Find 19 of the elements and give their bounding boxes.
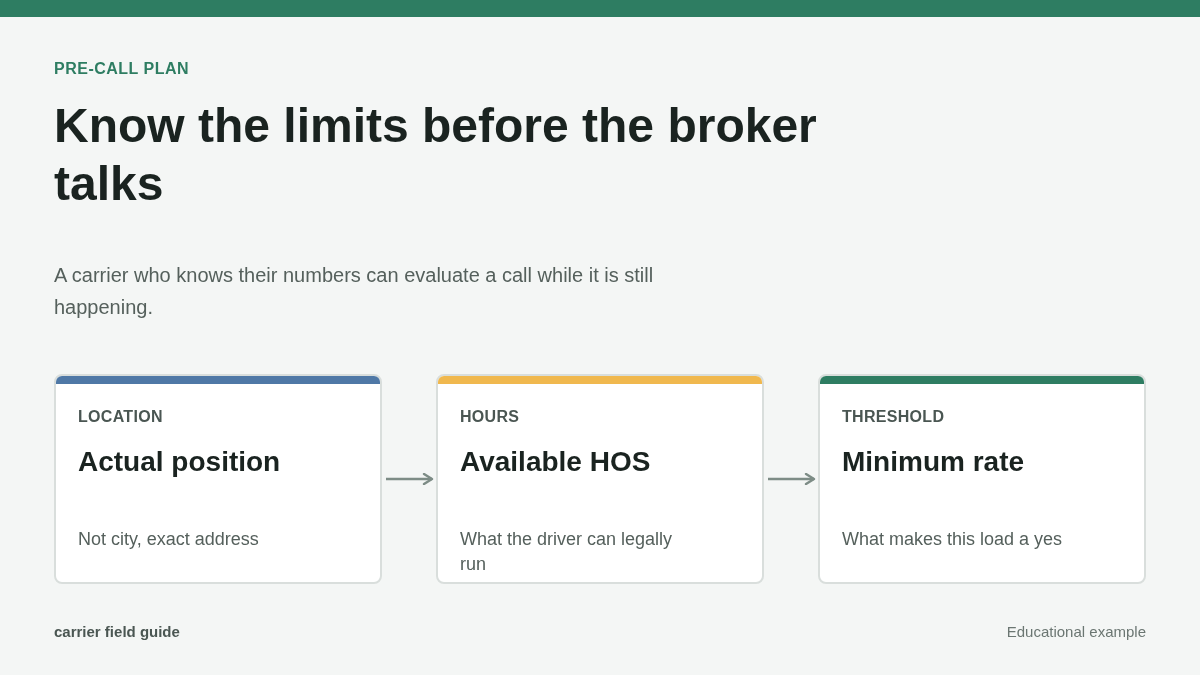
card-heading: Available HOS <box>460 445 651 479</box>
card-kicker: HOURS <box>460 407 520 427</box>
card-description: What the driver can legally run <box>460 528 674 576</box>
card-description: What makes this load a yes <box>842 528 1064 551</box>
card-heading: Minimum rate <box>842 445 1025 479</box>
card-description: Not city, exact address <box>78 528 260 551</box>
footer-note: Educational example <box>1006 623 1146 641</box>
arrow <box>768 472 816 486</box>
subtitle: A carrier who knows their numbers can evaluate a call while it is still happening. <box>54 263 655 320</box>
step-card <box>818 374 1146 584</box>
eyebrow-label: PRE-CALL PLAN <box>54 59 190 78</box>
arrow <box>386 472 434 486</box>
footer-source: carrier field guide <box>54 623 180 641</box>
step-card <box>436 374 764 584</box>
card-heading: Actual position <box>78 445 281 479</box>
step-card <box>54 374 382 584</box>
card-kicker: THRESHOLD <box>842 407 945 427</box>
card-kicker: LOCATION <box>78 407 163 427</box>
title: Know the limits before the broker talks <box>54 98 818 212</box>
